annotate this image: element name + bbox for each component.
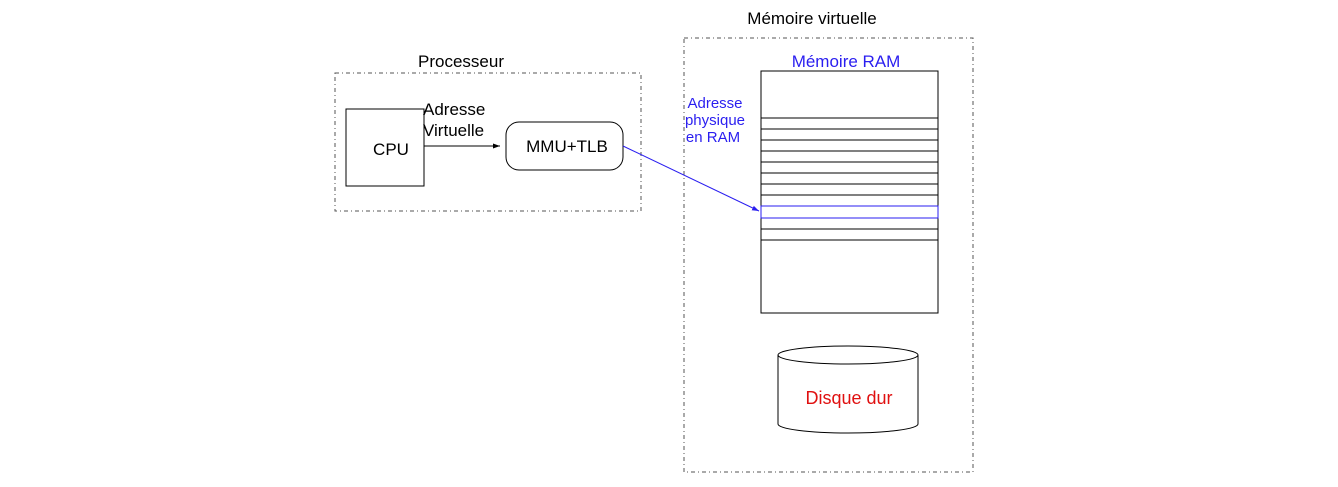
ram-page <box>760 183 939 196</box>
disk-cylinder-top <box>777 345 919 365</box>
ram-title: Mémoire RAM <box>792 52 901 71</box>
processor-frame <box>334 72 642 212</box>
physical-address-label-line2: physique <box>685 112 745 129</box>
virtual-address-label-line1: Adresse <box>423 100 485 119</box>
processor-title: Processeur <box>418 52 504 71</box>
disk-cylinder-body <box>777 355 919 434</box>
physical-address-label-line1: Adresse <box>687 95 742 112</box>
ram-page <box>760 117 939 130</box>
ram-page <box>760 228 939 241</box>
cpu-label: CPU <box>373 140 409 159</box>
virtual-memory-frame <box>683 37 974 473</box>
ram-page-selected <box>760 205 939 219</box>
cpu-box <box>345 108 425 187</box>
physical-address-label-line3: en RAM <box>686 129 740 146</box>
mmu-tlb-label: MMU+TLB <box>526 137 608 156</box>
ram-page <box>760 139 939 152</box>
virtual-memory-title: Mémoire virtuelle <box>747 9 876 28</box>
disk-label: Disque dur <box>805 388 892 408</box>
virtual-address-label-line2: Virtuelle <box>423 121 484 140</box>
physical-address-arrow <box>622 145 760 212</box>
ram-page <box>760 161 939 174</box>
